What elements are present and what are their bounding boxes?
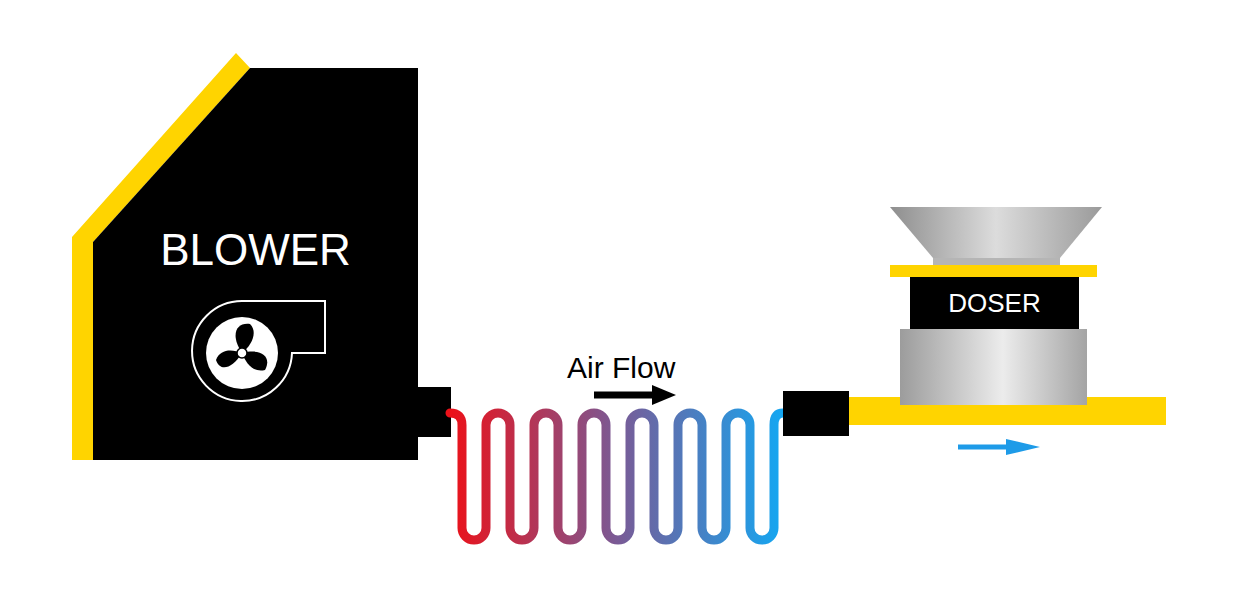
doser-body (900, 329, 1087, 405)
blower-box: BLOWER (93, 68, 418, 460)
fan-icon (192, 301, 325, 401)
node-label: DOSER (948, 289, 1040, 318)
flow-arrow (594, 385, 676, 405)
doser-plate (890, 265, 1097, 277)
flow-label: Air Flow (567, 351, 675, 384)
hopper-neck (933, 258, 1060, 266)
air-hose (450, 413, 783, 540)
doser-hopper (890, 207, 1102, 258)
pipe-connector (783, 391, 849, 436)
material-flow-arrow (958, 439, 1040, 455)
node-label: BLOWER (93, 226, 418, 274)
blower-housing (93, 68, 418, 460)
doser-box: DOSER (910, 277, 1079, 329)
